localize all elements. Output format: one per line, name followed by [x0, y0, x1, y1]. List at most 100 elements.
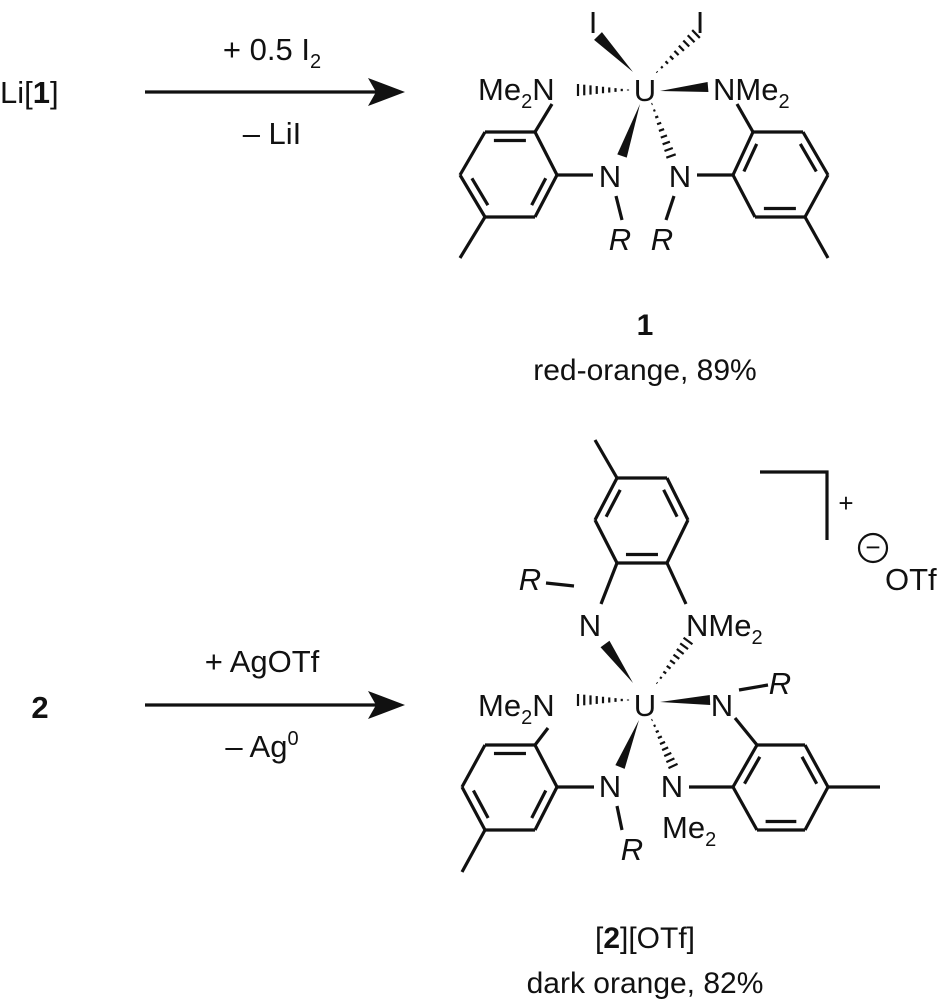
hash-bond-segment	[662, 670, 667, 675]
hash-bond-segment	[664, 60, 669, 65]
hash-bond-segment	[654, 115, 659, 119]
atom-uranium: U	[634, 688, 656, 723]
hash-bond-segment	[663, 751, 672, 758]
atom-nitrogen: N	[599, 159, 621, 194]
hash-bond-segment	[672, 653, 680, 660]
anion-charge: −	[865, 532, 880, 562]
single-bond	[664, 195, 676, 221]
substituent-r: R	[621, 832, 643, 867]
single-bond	[533, 131, 559, 176]
single-bond	[803, 744, 830, 788]
label-nme2-left: Me2N	[478, 688, 555, 729]
hash-bond-segment	[655, 70, 659, 74]
hash-bond-segment	[660, 65, 664, 69]
single-bond	[470, 177, 490, 206]
wedge-bond	[617, 104, 640, 158]
hash-bond-segment	[659, 676, 663, 680]
single-bond	[458, 174, 487, 218]
hash-bond-segment	[667, 762, 679, 770]
hash-bond-segment	[679, 642, 689, 651]
atom-uranium: U	[634, 73, 656, 108]
hash-bond-segment	[658, 128, 665, 132]
atom-nitrogen: N	[661, 769, 683, 804]
hash-bond-segment	[653, 724, 657, 728]
hash-bond-segment	[657, 735, 663, 740]
single-bond	[800, 756, 819, 785]
byproduct-lii: – LiI	[243, 116, 302, 151]
single-bond	[458, 216, 487, 259]
single-bond	[604, 489, 622, 518]
single-bond	[458, 131, 487, 176]
single-bond	[533, 744, 559, 788]
label-nme2-top: NMe2	[686, 608, 763, 649]
atom-iodine: I	[589, 5, 598, 40]
single-bond	[460, 786, 487, 831]
hash-bond-segment	[669, 659, 676, 665]
label-nme2-left: Me2N	[478, 72, 555, 113]
hash-bond-segment	[666, 664, 672, 670]
single-bond	[801, 131, 830, 176]
substituent-r: R	[519, 562, 541, 597]
single-bond	[460, 829, 487, 873]
single-bond	[735, 103, 755, 133]
single-bond	[460, 744, 487, 788]
single-bond	[803, 786, 830, 831]
substituent-r: R	[651, 222, 673, 257]
atom-nitrogen: N	[711, 688, 733, 723]
hash-bond-segment	[661, 746, 669, 752]
single-bond	[533, 103, 554, 133]
compound-number-1: 1	[637, 309, 654, 342]
single-bond	[530, 789, 548, 819]
single-bond	[742, 143, 759, 173]
single-bond	[803, 216, 830, 259]
reagent-iodine: + 0.5 I2	[223, 32, 321, 73]
substituent-r: R	[609, 222, 631, 257]
wedge-bond	[594, 32, 633, 72]
single-bond	[803, 174, 830, 218]
reactant-2: 2	[31, 690, 48, 725]
reactant-li-1: Li[1]	[0, 75, 59, 110]
single-bond	[665, 562, 688, 605]
hash-bond-segment	[673, 50, 680, 56]
single-bond	[733, 716, 759, 747]
hash-bond-segment	[659, 740, 666, 746]
hash-bond-segment	[676, 648, 685, 655]
single-bond	[599, 562, 619, 605]
anion-otf: OTf	[885, 562, 937, 597]
wedge-bond	[660, 695, 711, 705]
single-bond	[533, 174, 559, 218]
hash-bond-segment	[665, 757, 675, 764]
single-bond	[615, 805, 624, 831]
single-bond	[533, 786, 559, 831]
single-bond	[743, 756, 762, 785]
single-bond	[731, 786, 759, 831]
reaction-arrow-1	[145, 78, 405, 106]
hash-bond-segment	[652, 109, 656, 112]
hash-bond-segment	[682, 636, 694, 646]
single-bond	[614, 195, 624, 221]
structure-compound-1: U I I Me2N NMe2 N N R R	[458, 5, 830, 259]
single-bond	[662, 489, 679, 518]
label-nme2-right: NMe2	[713, 72, 790, 113]
single-bond	[731, 131, 755, 176]
single-bond	[798, 143, 818, 173]
single-bond	[533, 727, 550, 746]
hash-bond-segment	[665, 153, 677, 159]
hash-bond-segment	[664, 146, 674, 153]
substituent-r: R	[769, 666, 791, 701]
hash-bond-segment	[682, 39, 691, 48]
single-bond	[530, 177, 548, 206]
charge-bracket	[760, 470, 829, 540]
label-me2-bottom: Me2	[662, 810, 716, 851]
cation-charge: +	[838, 488, 853, 518]
structure-compound-2-otf: U N R NMe2 Me2N N R N R N Me2 + − OTf	[460, 439, 937, 873]
single-bond	[593, 477, 619, 521]
single-bond	[665, 519, 690, 564]
hash-bond-segment	[655, 681, 659, 685]
single-bond	[665, 477, 690, 521]
hash-bond-segment	[655, 729, 660, 734]
wedge-bond	[615, 720, 639, 769]
wedge-bond	[600, 640, 633, 683]
single-bond	[545, 581, 575, 588]
